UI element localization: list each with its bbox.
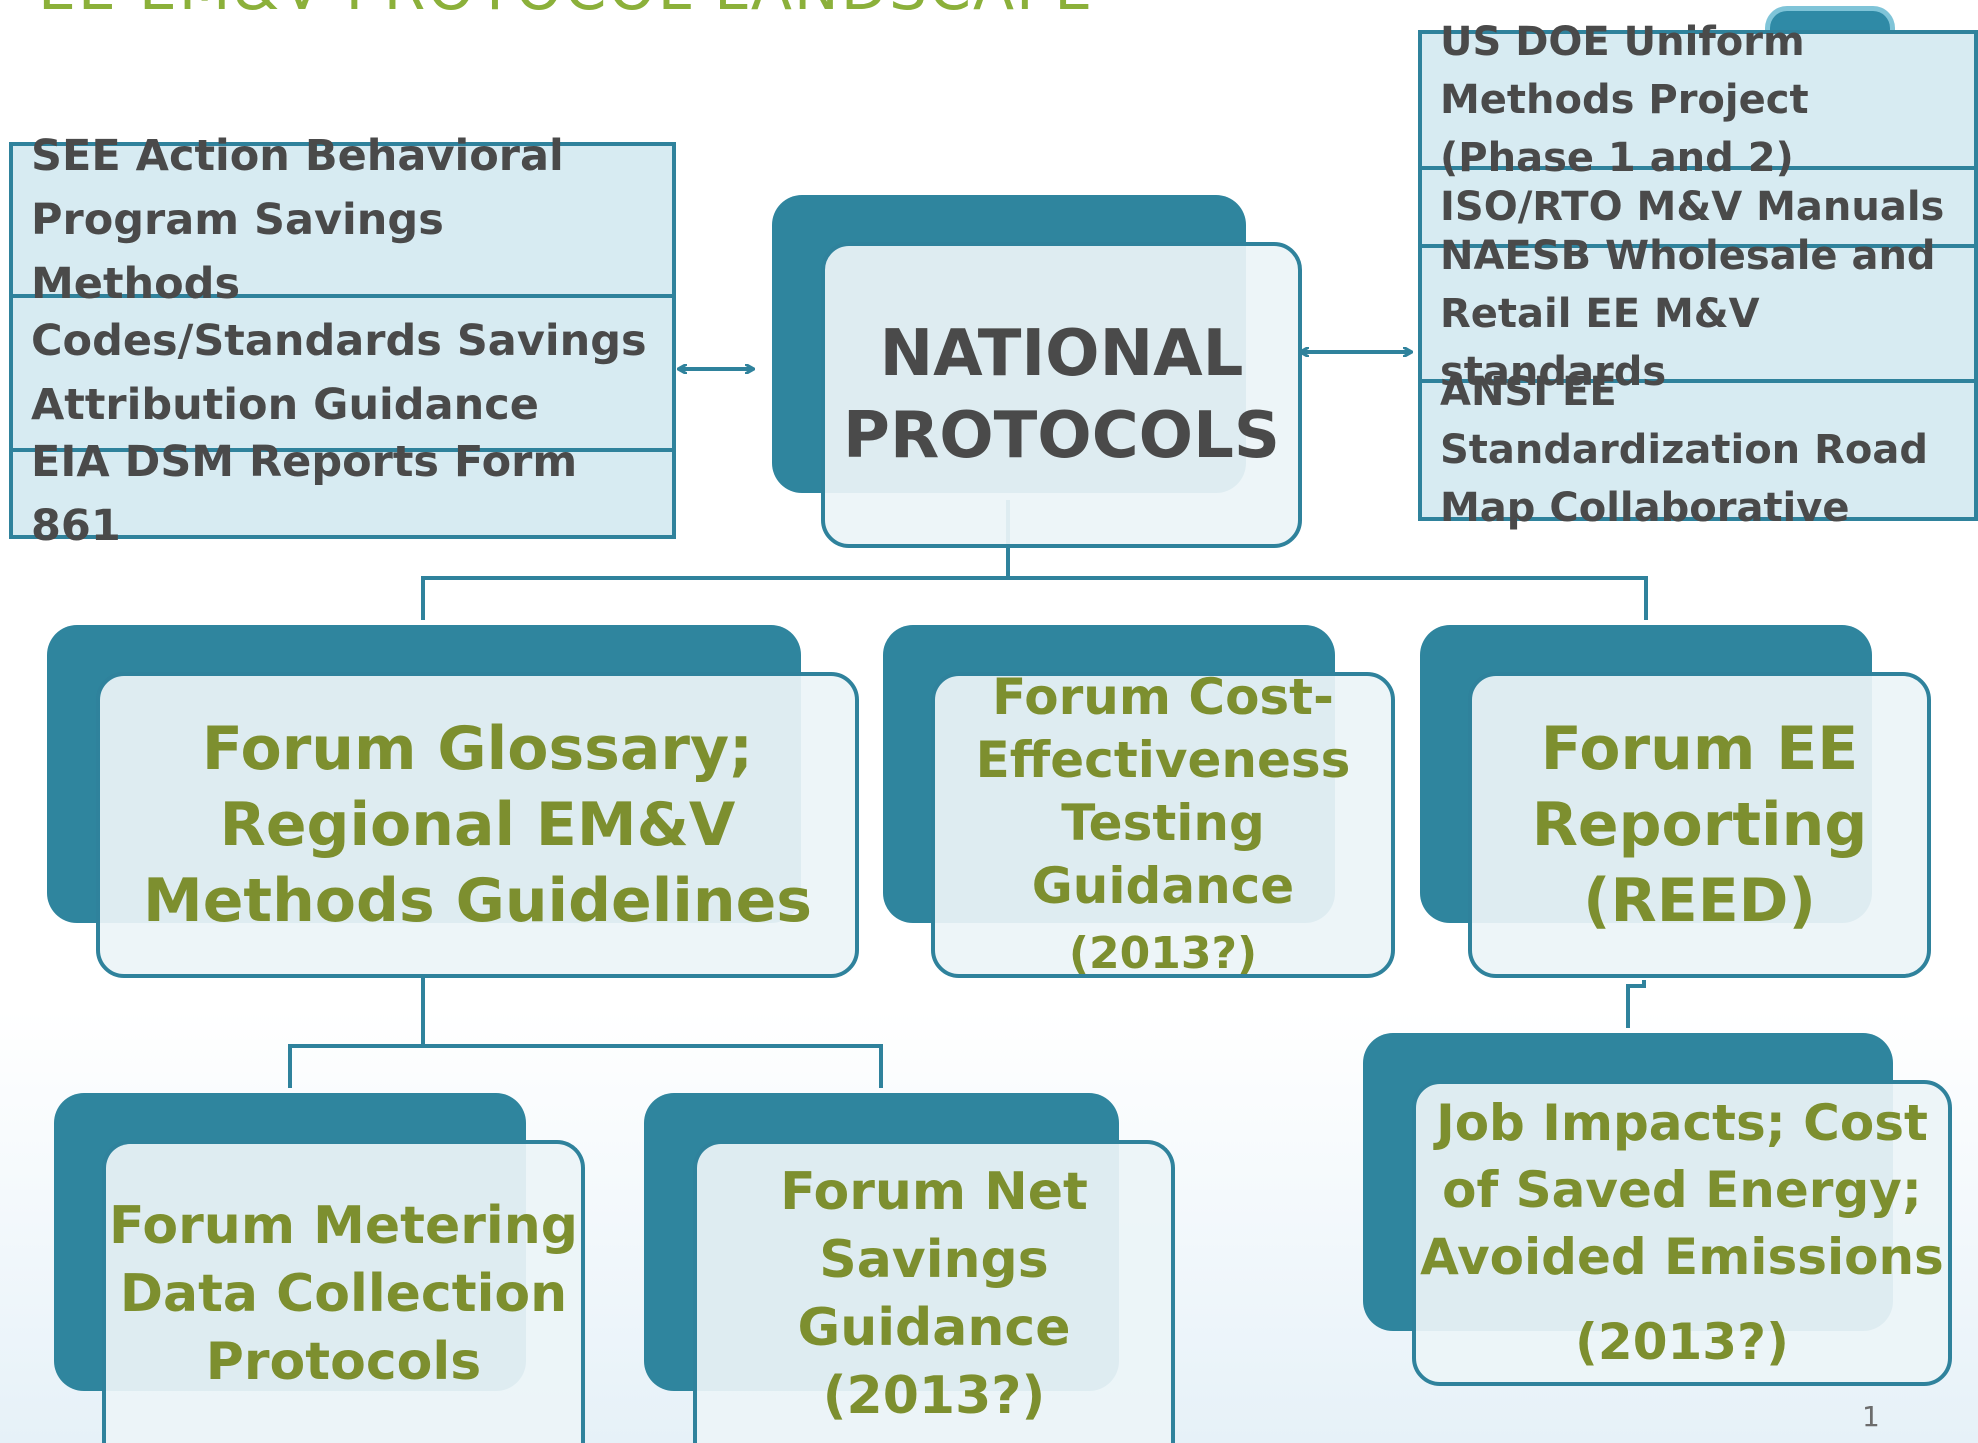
- cost-line4: Guidance (2013?): [935, 855, 1391, 985]
- metering-card: Forum Metering Data Collection Protocols: [102, 1140, 585, 1443]
- job-impacts-line1: Job Impacts; Cost: [1436, 1094, 1928, 1152]
- national-protocols-card: NATIONAL PROTOCOLS: [821, 242, 1302, 548]
- ref-iso-rto: ISO/RTO M&V Manuals: [1422, 170, 1974, 248]
- cost-line4-year: (2013?): [1068, 927, 1258, 979]
- cost-effectiveness-card: Forum Cost- Effectiveness Testing Guidan…: [931, 668, 1395, 979]
- national-line2: PROTOCOLS: [843, 399, 1280, 473]
- net-savings-line1: Forum Net: [780, 1161, 1088, 1222]
- glossary-card: Forum Glossary; Regional EM&V Methods Gu…: [96, 672, 859, 978]
- slide-title: EE EM&V PROTOCOL LANDSCAPE: [38, 0, 1094, 24]
- cost-line3: Testing: [1061, 793, 1265, 852]
- reporting-line1: Forum EE: [1540, 714, 1859, 784]
- cost-line1: Forum Cost-: [992, 667, 1334, 726]
- glossary-line3: Methods Guidelines: [143, 866, 812, 936]
- metering-line2: Data Collection: [119, 1263, 568, 1324]
- net-savings-line4: (2013?): [822, 1365, 1046, 1426]
- glossary-line2: Regional EM&V: [219, 790, 736, 860]
- tree-connector-level3: [288, 978, 883, 1088]
- left-reference-list: SEE Action Behavioral Program Savings Me…: [9, 131, 676, 551]
- net-savings-line3: Guidance: [797, 1297, 1071, 1358]
- reporting-line3: (REED): [1583, 866, 1816, 936]
- reporting-card: Forum EE Reporting (REED): [1468, 672, 1931, 978]
- metering-line3: Protocols: [205, 1331, 482, 1392]
- glossary-line1: Forum Glossary;: [201, 714, 754, 784]
- job-impacts-card: Job Impacts; Cost of Saved Energy; Avoid…: [1412, 1080, 1952, 1386]
- job-impacts-line2: of Saved Energy;: [1442, 1161, 1922, 1219]
- tree-connector-job-impacts: [1626, 980, 1646, 1028]
- job-impacts-line3: Avoided Emissions: [1420, 1228, 1944, 1286]
- ref-doe-ump: US DOE Uniform Methods Project (Phase 1 …: [1422, 19, 1974, 181]
- national-line1: NATIONAL: [879, 317, 1244, 391]
- ref-naesb: NAESB Wholesale and Retail EE M&V standa…: [1422, 233, 1974, 395]
- page-number: 1: [1862, 1400, 1880, 1433]
- net-savings-line2: Savings: [819, 1229, 1049, 1290]
- job-impacts-line4: (2013?): [1575, 1313, 1789, 1371]
- ref-eia-dsm: EIA DSM Reports Form 861: [31, 436, 578, 551]
- reporting-line2: Reporting: [1531, 790, 1868, 860]
- ref-ansi: ANSI EE Standardization Road Map Collabo…: [1440, 369, 1928, 531]
- ref-see-action: SEE Action Behavioral Program Savings Me…: [13, 131, 672, 309]
- cost-line4-main: Guidance: [1031, 856, 1295, 915]
- net-savings-card: Forum Net Savings Guidance (2013?): [693, 1140, 1175, 1443]
- metering-line1: Forum Metering: [109, 1195, 578, 1256]
- right-reference-list: US DOE Uniform Methods Project (Phase 1 …: [1418, 19, 1978, 531]
- ref-codes-standards: Codes/Standards Savings Attribution Guid…: [13, 298, 672, 452]
- cost-line2: Effectiveness: [975, 730, 1351, 789]
